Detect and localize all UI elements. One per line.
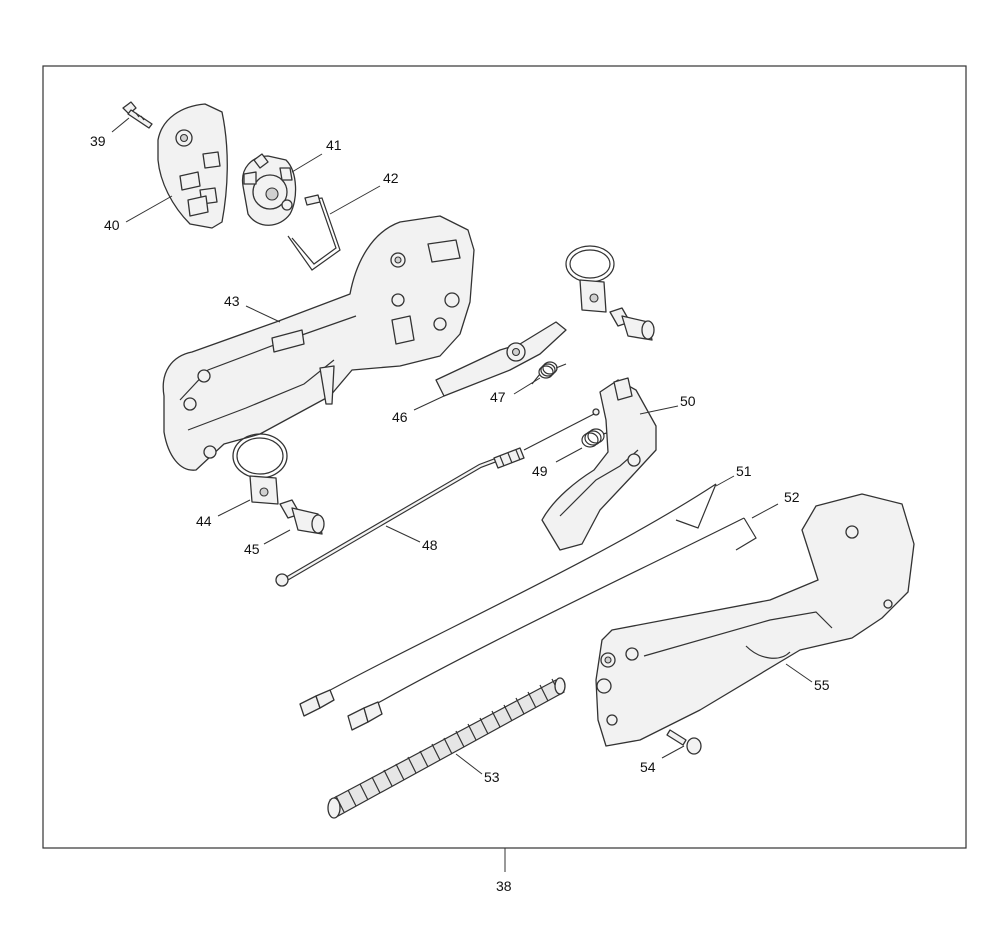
- callout-49[interactable]: 49: [532, 463, 548, 479]
- clamp-band-upper[interactable]: [565, 245, 615, 313]
- leader-42: [329, 185, 381, 215]
- callout-47[interactable]: 47: [490, 389, 506, 405]
- leader-46: [413, 395, 445, 411]
- callout-54[interactable]: 54: [640, 759, 656, 775]
- part-54-screw[interactable]: [666, 729, 702, 755]
- leader-48: [385, 525, 421, 543]
- part-39-screw[interactable]: [122, 101, 153, 129]
- leader-51: [715, 475, 735, 487]
- callout-43[interactable]: 43: [224, 293, 240, 309]
- leader-55: [785, 663, 813, 683]
- leader-49: [555, 447, 583, 463]
- part-47-torsion-spring[interactable]: [531, 361, 567, 385]
- part-43-handle-housing[interactable]: [162, 215, 475, 471]
- part-55-rear-handle[interactable]: [595, 493, 915, 747]
- bolt-upper[interactable]: [609, 307, 655, 341]
- callout-46[interactable]: 46: [392, 409, 408, 425]
- callout-52[interactable]: 52: [784, 489, 800, 505]
- part-42-spring-clip[interactable]: [287, 194, 341, 271]
- callout-50[interactable]: 50: [680, 393, 696, 409]
- leader-39: [111, 117, 130, 133]
- callout-41[interactable]: 41: [326, 137, 342, 153]
- callout-42[interactable]: 42: [383, 170, 399, 186]
- leader-47: [513, 377, 541, 395]
- leader-44: [217, 499, 251, 517]
- callout-38[interactable]: 38: [496, 878, 512, 894]
- part-50-lockout-lever[interactable]: [541, 377, 657, 551]
- part-46-throttle-trigger[interactable]: [435, 321, 567, 397]
- part-52-wire[interactable]: [347, 517, 757, 731]
- callout-48[interactable]: 48: [422, 537, 438, 553]
- callout-51[interactable]: 51: [736, 463, 752, 479]
- leader-43: [245, 305, 281, 323]
- callout-39[interactable]: 39: [90, 133, 106, 149]
- leader-54: [661, 745, 685, 759]
- part-51-wire[interactable]: [299, 483, 717, 717]
- leader-40: [125, 195, 173, 223]
- part-44-clamp-band[interactable]: [232, 433, 288, 505]
- leader-53: [455, 753, 483, 775]
- leader-50: [639, 405, 679, 415]
- callout-44[interactable]: 44: [196, 513, 212, 529]
- part-41-knob[interactable]: [241, 153, 297, 226]
- callout-53[interactable]: 53: [484, 769, 500, 785]
- callout-40[interactable]: 40: [104, 217, 120, 233]
- leader-41: [291, 153, 323, 173]
- callout-45[interactable]: 45: [244, 541, 260, 557]
- part-45-bolt[interactable]: [279, 499, 325, 535]
- part-48-throttle-cable[interactable]: [275, 408, 600, 587]
- leader-45: [263, 529, 291, 545]
- callout-55[interactable]: 55: [814, 677, 830, 693]
- part-53-corrugated-tube[interactable]: [327, 677, 566, 819]
- part-40-cover-plate[interactable]: [157, 103, 228, 229]
- leader-52: [751, 503, 779, 519]
